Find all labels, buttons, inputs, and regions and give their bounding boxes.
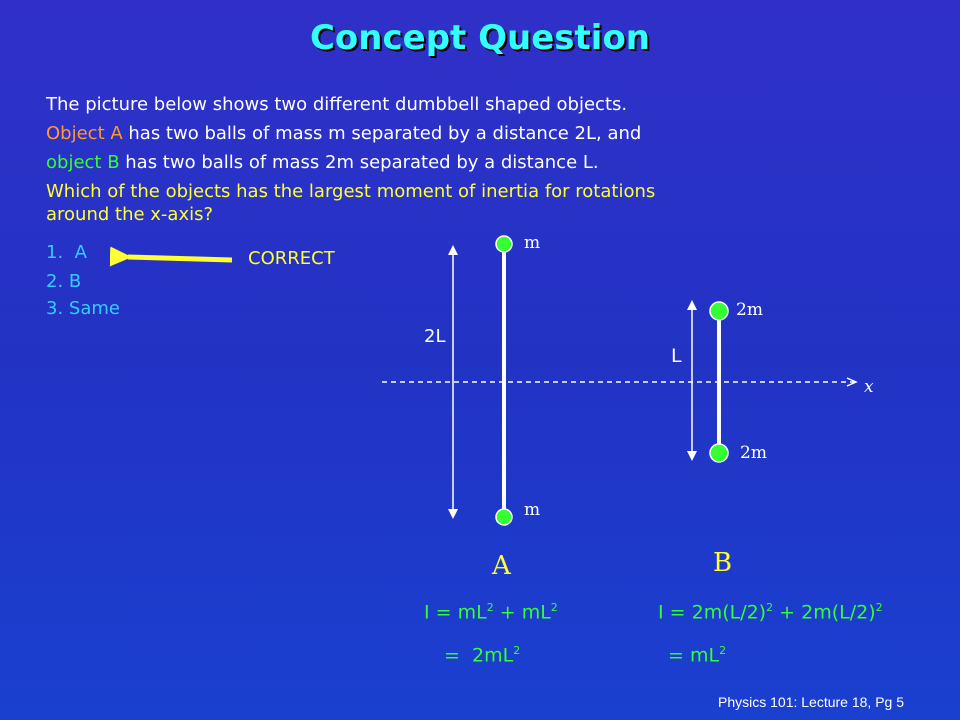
eq-b1-term2: + 2m(L/2)	[773, 601, 876, 624]
question-line-3: object B has two balls of mass 2m separa…	[46, 148, 599, 177]
object-b-equation-1: I = 2m(L/2)2 + 2m(L/2)2	[658, 601, 883, 623]
option-a: 1. A	[46, 242, 87, 263]
length-l-label: L	[671, 345, 682, 367]
object-b-equation-2: = mL2	[668, 644, 726, 666]
object-a-name: A	[492, 551, 511, 581]
eq-a1-term1: I = mL	[424, 601, 487, 624]
object-b-top-mass: 2m	[736, 300, 763, 320]
eq-b1-exp1: 2	[766, 601, 774, 614]
eq-b1-exp2: 2	[875, 601, 883, 614]
correct-arrow	[109, 246, 233, 267]
eq-a2-exp: 2	[513, 644, 521, 657]
length-2l-label: 2L	[424, 326, 446, 347]
object-b-top-ball	[709, 301, 729, 321]
object-b-label: object B	[46, 152, 120, 173]
question-line-3-rest: has two balls of mass 2m separated by a …	[119, 152, 599, 173]
object-b-bottom-mass: 2m	[740, 443, 767, 463]
object-a-equation-2: = 2mL2	[444, 644, 520, 666]
eq-b2-term: = mL	[668, 644, 720, 667]
eq-b2-exp: 2	[719, 644, 727, 657]
x-axis-label: x	[864, 377, 874, 397]
slide-title: Concept Question	[309, 18, 651, 58]
eq-a2-term: = 2mL	[444, 644, 514, 667]
question-line-4: Which of the objects has the largest mom…	[46, 181, 656, 202]
question-line-2-rest: has two balls of mass m separated by a d…	[122, 123, 642, 144]
option-b: 2. B	[46, 271, 82, 292]
option-same: 3. Same	[46, 298, 120, 319]
object-a-label: Object A	[46, 123, 123, 144]
question-line-5: around the x-axis?	[46, 204, 214, 225]
object-b-name: B	[713, 548, 733, 578]
eq-a1-exp1: 2	[486, 601, 494, 614]
eq-b1-term1: I = 2m(L/2)	[658, 601, 767, 624]
object-a-top-ball	[495, 235, 513, 253]
object-a-top-mass: m	[524, 233, 541, 253]
object-a-equation-1: I = mL2 + mL2	[424, 601, 558, 623]
x-axis-arrowhead	[846, 377, 858, 387]
object-b-bottom-ball	[709, 443, 729, 463]
object-a-bottom-mass: m	[524, 500, 541, 520]
question-line-2: Object A has two balls of mass m separat…	[46, 119, 641, 148]
correct-label: CORRECT	[248, 248, 335, 269]
eq-a1-term2: + mL	[493, 601, 551, 624]
question-line-1: The picture below shows two different du…	[46, 94, 628, 115]
object-a-bottom-ball	[495, 508, 513, 526]
slide-footer: Physics 101: Lecture 18, Pg 5	[718, 694, 904, 710]
eq-a1-exp2: 2	[550, 601, 558, 614]
